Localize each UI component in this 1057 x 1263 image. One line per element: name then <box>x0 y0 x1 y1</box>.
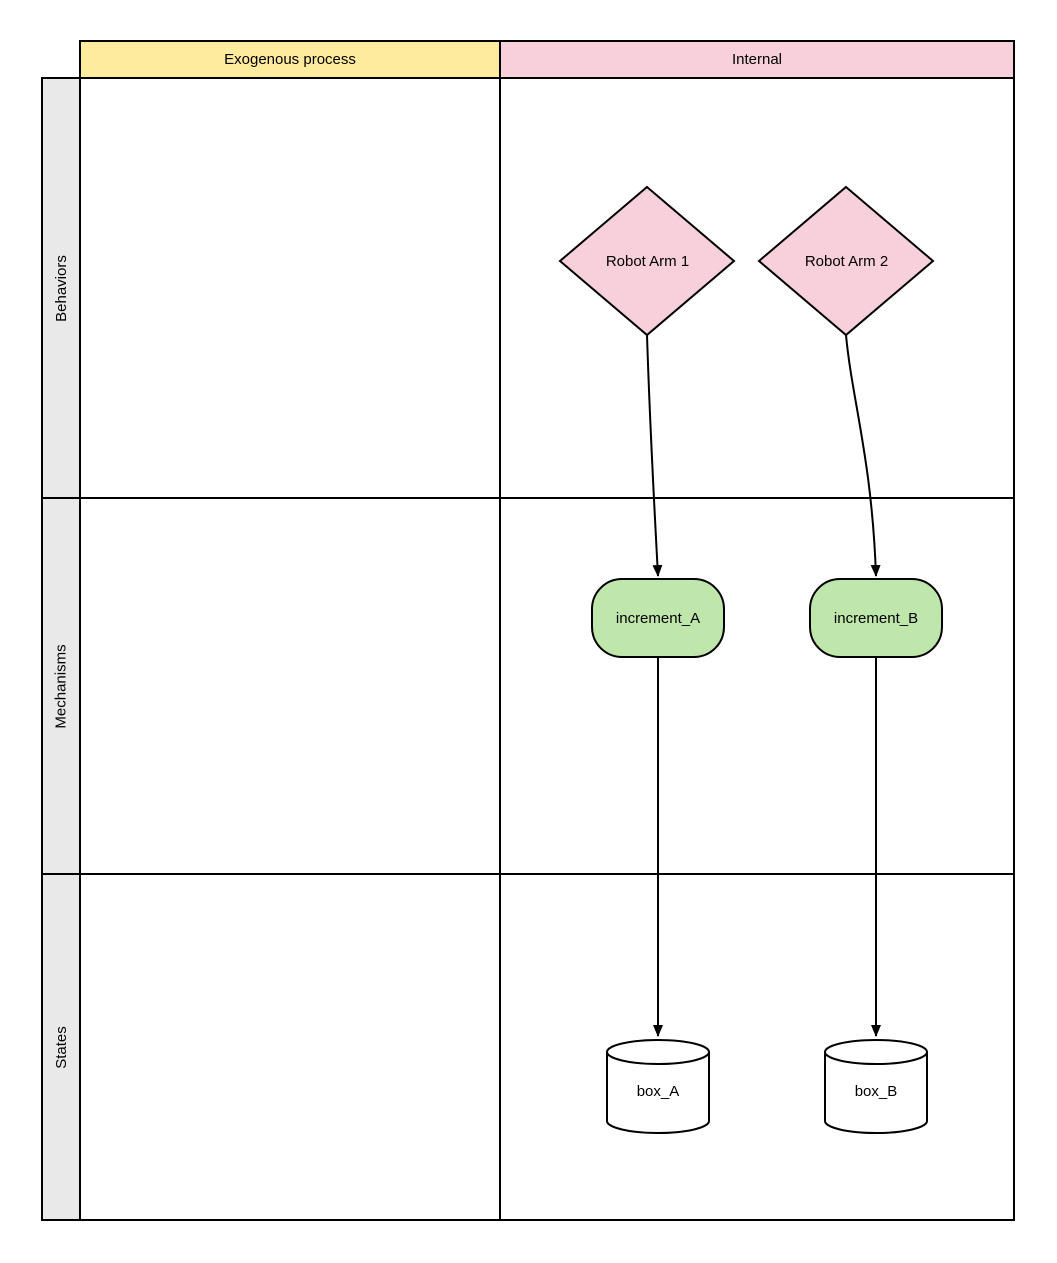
column-header-exogenous-label: Exogenous process <box>224 51 356 68</box>
grid-frame <box>79 77 1015 1221</box>
row-header-mechanisms: Mechanisms <box>41 497 81 875</box>
cylinder-box-a-top[interactable] <box>606 1039 710 1065</box>
edge-robot-arm-1-to-increment-a[interactable] <box>646 334 663 577</box>
column-header-exogenous-process: Exogenous process <box>79 40 501 79</box>
row-header-behaviors: Behaviors <box>41 77 81 499</box>
grid-column-divider <box>499 79 501 1219</box>
grid-row-divider-behaviors-mechanisms <box>81 497 1013 499</box>
cylinder-box-a[interactable] <box>606 1039 710 1134</box>
cylinder-box-b-top[interactable] <box>824 1039 928 1065</box>
rounded-rect-increment-b[interactable] <box>809 578 943 658</box>
rounded-rect-increment-a[interactable] <box>591 578 725 658</box>
cylinder-box-b[interactable] <box>824 1039 928 1134</box>
cylinder-box-a-body[interactable] <box>606 1052 710 1134</box>
edge-robot-arm-2-to-increment-b[interactable] <box>845 334 881 577</box>
diamond-robot-arm-2[interactable] <box>757 185 935 337</box>
grid-row-divider-mechanisms-states <box>81 873 1013 875</box>
cylinder-box-b-body[interactable] <box>824 1052 928 1134</box>
diamond-robot-arm-1[interactable] <box>558 185 736 337</box>
column-header-internal-label: Internal <box>731 51 783 68</box>
